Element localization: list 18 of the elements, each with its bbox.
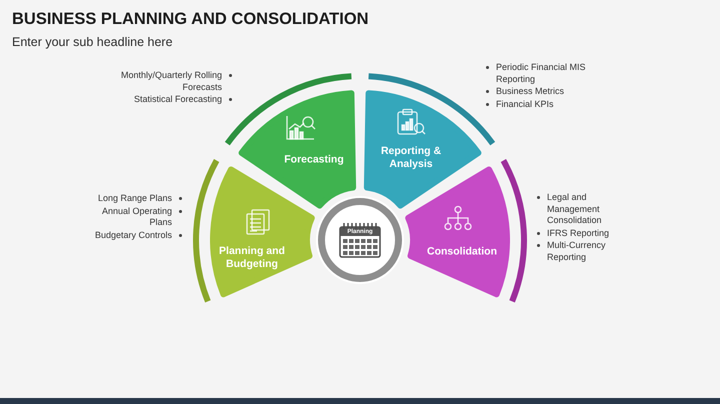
segment-label: Consolidation xyxy=(427,246,497,258)
bullet-text: Multi-Currency Reporting xyxy=(547,240,607,263)
bullet-text: Financial KPIs xyxy=(496,98,554,110)
bullet-text: Statistical Forecasting xyxy=(134,94,222,106)
segment-label: Planning and Budgeting xyxy=(218,245,286,271)
segment-label: Forecasting xyxy=(284,154,344,166)
subheading: Enter your sub headline here xyxy=(12,35,173,49)
segment-label: Reporting & Analysis xyxy=(380,145,442,171)
bullet-text: Budgetary Controls xyxy=(94,230,172,241)
bullet-text: Annual Operating Plans xyxy=(100,206,172,228)
bullet-text: Periodic Financial MIS Reporting xyxy=(496,62,587,85)
bullet-text: Long Range Plans xyxy=(98,193,172,204)
bullet-text: IFRS Reporting xyxy=(547,228,610,239)
bullet-text: Business Metrics xyxy=(496,86,564,98)
hub-circle xyxy=(318,198,402,282)
slide-title: BUSINESS PLANNING AND CONSOLIDATION xyxy=(12,10,369,29)
bullet-text: Monthly/Quarterly Rolling Forecasts xyxy=(120,70,222,93)
bullet-text: Legal and Management Consolidation xyxy=(547,192,603,226)
